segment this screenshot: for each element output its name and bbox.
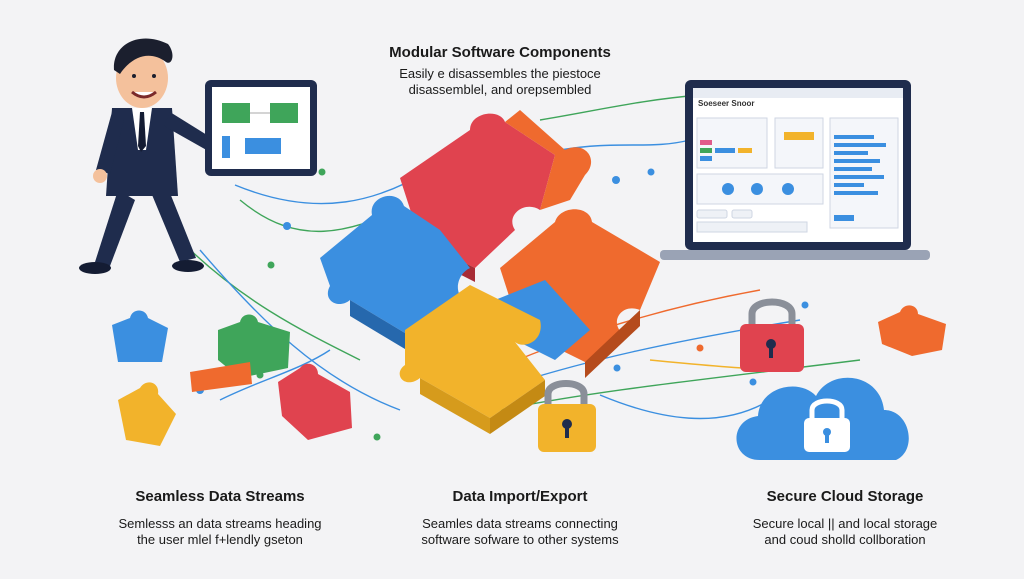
streams-desc-line-1: Semlesss an data streams heading [118,516,322,531]
small-puzzle-piece-right [878,305,946,356]
laptop-header-label: Soeseer Snoor [698,99,755,108]
cloud-storage-title: Secure Cloud Storage [766,488,924,505]
streams-desc-line-2: the user mlel f+lendly gseton [137,532,303,547]
import-desc-line-1: Seamles data streams connecting [422,516,618,531]
import-export-title: Data Import/Export [452,488,588,505]
central-puzzle [320,110,660,434]
businessman-figure [79,38,226,274]
cloud-lock [736,377,909,460]
modular-desc-line-1: Easily e disassembles the piestoce [399,66,601,81]
tablet-device [205,80,317,176]
padlock-red [740,298,804,372]
modular-desc-line-2: disassemblel, and orepsembled [408,82,592,97]
data-streams-title: Seamless Data Streams [135,488,305,505]
modular-components-title: Modular Software Components [389,44,611,61]
cloud-storage-description: Secure local || and local storage and co… [700,516,990,548]
padlock-yellow [538,380,596,452]
cloud-desc-line-2: and coud sholld collboration [764,532,926,547]
cloud-desc-line-1: Secure local || and local storage [752,516,938,531]
import-export-description: Seamles data streams connecting software… [370,516,670,548]
small-puzzle-pieces-left [112,310,352,446]
modular-components-description: Easily e disassembles the piestoce disas… [330,66,670,98]
data-streams-description: Semlesss an data streams heading the use… [70,516,370,548]
import-desc-line-2: software sofware to other systems [421,532,619,547]
laptop-device [660,80,930,260]
